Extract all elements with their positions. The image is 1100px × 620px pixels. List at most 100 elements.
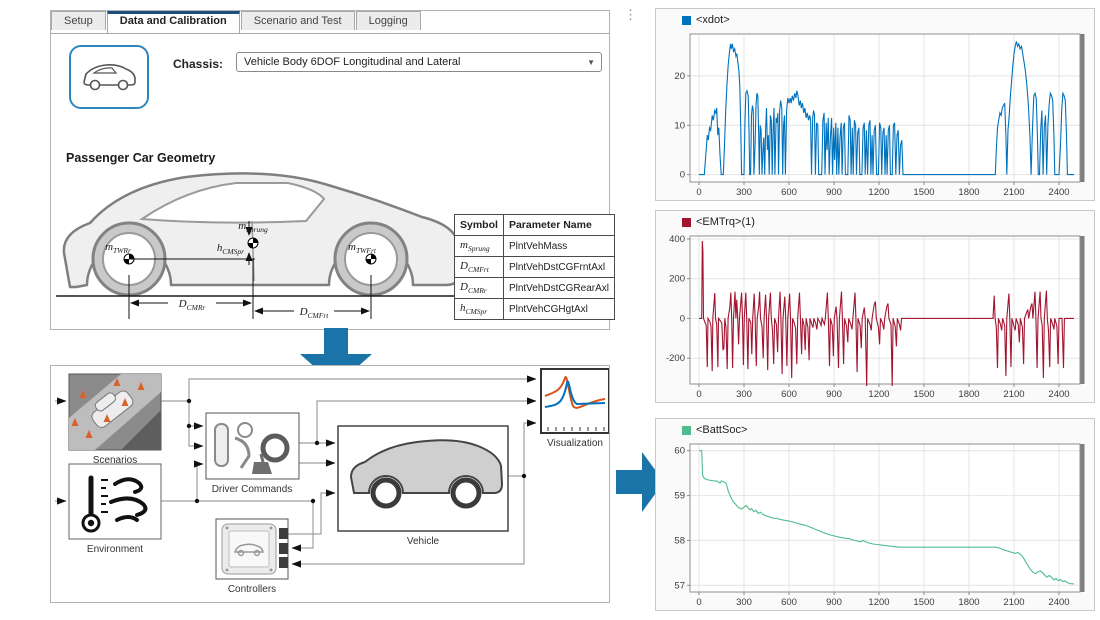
dropdown-caret-icon[interactable]: ▼ bbox=[587, 58, 595, 67]
battsoc-legend: <BattSoc> bbox=[656, 419, 1094, 441]
symbol-header: Symbol bbox=[454, 214, 504, 236]
table-row: hCMSpr PlntVehCGHgtAxl bbox=[454, 298, 615, 320]
svg-text:900: 900 bbox=[826, 597, 842, 608]
driver-commands-block[interactable]: Driver Commands bbox=[205, 412, 300, 495]
chassis-dropdown-value: Vehicle Body 6DOF Longitudinal and Later… bbox=[244, 56, 461, 68]
svg-text:1500: 1500 bbox=[913, 597, 934, 608]
table-row: mSprung PlntVehMass bbox=[454, 235, 615, 257]
svg-text:Vehicle: Vehicle bbox=[407, 536, 440, 547]
svg-text:2400: 2400 bbox=[1048, 389, 1069, 400]
tab-logging[interactable]: Logging bbox=[355, 11, 421, 30]
svg-text:1200: 1200 bbox=[868, 389, 889, 400]
svg-text:-200: -200 bbox=[666, 353, 685, 364]
h-dimension bbox=[129, 221, 255, 319]
environment-block[interactable]: Environment bbox=[68, 463, 162, 555]
passenger-car-geometry-figure: mSprung mTWRr mTWFrt hCMSpr DCMRr DCMFrt bbox=[56, 172, 476, 320]
flow-arrow-down-icon bbox=[300, 328, 372, 386]
svg-text:0: 0 bbox=[680, 313, 685, 324]
svg-text:58: 58 bbox=[674, 535, 685, 546]
svg-text:300: 300 bbox=[736, 597, 752, 608]
tab-scenario-and-test[interactable]: Scenario and Test bbox=[240, 11, 355, 30]
emtrq-legend: <EMTrq>(1) bbox=[656, 211, 1094, 233]
svg-text:400: 400 bbox=[669, 234, 685, 245]
scope-emtrq: <EMTrq>(1) 0 300 600 900 1200 1500 1800 2100 240… bbox=[655, 210, 1095, 403]
extension-lines bbox=[128, 275, 372, 319]
svg-text:600: 600 bbox=[781, 187, 797, 198]
m-twrr-label: mTWRr bbox=[105, 241, 131, 255]
svg-text:2400: 2400 bbox=[1048, 597, 1069, 608]
d-cmfrt-label: DCMFrt bbox=[299, 306, 330, 320]
ecu-connectors bbox=[279, 528, 288, 568]
svg-text:Driver Commands: Driver Commands bbox=[212, 484, 293, 495]
svg-text:0: 0 bbox=[680, 170, 685, 181]
xdot-legend-swatch-icon bbox=[682, 15, 691, 25]
traffic-cones-icon bbox=[71, 378, 145, 438]
vehicle-car-icon bbox=[349, 439, 504, 509]
cg-marker-front bbox=[365, 253, 377, 265]
svg-text:1800: 1800 bbox=[958, 389, 979, 400]
svg-text:2100: 2100 bbox=[1003, 597, 1024, 608]
signal-junction-dots bbox=[186, 398, 527, 504]
battsoc-legend-swatch-icon bbox=[682, 425, 691, 435]
svg-text:1500: 1500 bbox=[913, 389, 934, 400]
wind-icon bbox=[109, 477, 148, 522]
ecu-car-icon bbox=[233, 543, 264, 557]
svg-text:1200: 1200 bbox=[868, 187, 889, 198]
flow-arrow-right-icon bbox=[616, 452, 664, 512]
svg-text:2100: 2100 bbox=[1003, 389, 1024, 400]
chassis-dropdown[interactable]: Vehicle Body 6DOF Longitudinal and Later… bbox=[236, 52, 602, 72]
table-row: DCMFrt PlntVehDstCGFrntAxl bbox=[454, 256, 615, 278]
svg-text:600: 600 bbox=[781, 389, 797, 400]
svg-text:200: 200 bbox=[669, 274, 685, 285]
m-sprung-label: mSprung bbox=[238, 220, 268, 234]
xdot-legend-label: <xdot> bbox=[696, 14, 730, 26]
battsoc-legend-label: <BattSoc> bbox=[696, 424, 748, 436]
geometry-figure-title: Passenger Car Geometry bbox=[66, 151, 216, 165]
m-twfrt-label: mTWFrt bbox=[348, 241, 377, 255]
svg-text:59: 59 bbox=[674, 491, 685, 502]
vehicle-block[interactable]: Vehicle bbox=[337, 425, 509, 547]
d-cmrr-label: DCMRr bbox=[178, 298, 206, 312]
scope-ticks bbox=[547, 427, 605, 431]
svg-text:1500: 1500 bbox=[913, 187, 934, 198]
driver-icon bbox=[214, 422, 290, 474]
svg-text:10: 10 bbox=[674, 120, 685, 131]
svg-text:2400: 2400 bbox=[1048, 187, 1069, 198]
vehicle-icon-button[interactable] bbox=[69, 45, 149, 109]
parameter-table: Symbol Parameter Name mSprung PlntVehMas… bbox=[454, 214, 615, 320]
table-row: DCMRr PlntVehDstCGRearAxl bbox=[454, 277, 615, 299]
svg-text:0: 0 bbox=[696, 597, 701, 608]
svg-text:20: 20 bbox=[674, 71, 685, 82]
svg-text:1200: 1200 bbox=[868, 597, 889, 608]
simulink-model-diagram: Scenarios Environment bbox=[55, 368, 610, 595]
car-outline-icon bbox=[83, 64, 136, 91]
svg-text:Visualization: Visualization bbox=[547, 438, 603, 449]
tab-bar: Setup Data and Calibration Scenario and … bbox=[51, 11, 609, 34]
chassis-label: Chassis: bbox=[173, 57, 224, 71]
model-diagram-panel: Scenarios Environment bbox=[50, 365, 610, 603]
svg-text:Controllers: Controllers bbox=[228, 584, 276, 595]
svg-text:Scenarios: Scenarios bbox=[93, 455, 137, 466]
svg-text:600: 600 bbox=[781, 597, 797, 608]
tab-setup[interactable]: Setup bbox=[51, 11, 106, 30]
svg-text:0: 0 bbox=[696, 187, 701, 198]
svg-text:300: 300 bbox=[736, 389, 752, 400]
controllers-block[interactable]: Controllers bbox=[215, 518, 289, 595]
emtrq-legend-swatch-icon bbox=[682, 217, 691, 227]
thermometer-icon bbox=[81, 475, 108, 533]
overflow-menu-icon[interactable]: ⋮ bbox=[624, 7, 637, 22]
table-header-row: Symbol Parameter Name bbox=[454, 214, 615, 236]
scenarios-block[interactable]: Scenarios bbox=[68, 373, 162, 466]
svg-text:900: 900 bbox=[826, 187, 842, 198]
tab-data-and-calibration[interactable]: Data and Calibration bbox=[106, 11, 240, 33]
svg-text:2100: 2100 bbox=[1003, 187, 1024, 198]
svg-text:57: 57 bbox=[674, 580, 685, 591]
visualization-block[interactable]: Visualization bbox=[540, 368, 610, 449]
configuration-panel: Setup Data and Calibration Scenario and … bbox=[50, 10, 615, 330]
svg-text:900: 900 bbox=[826, 389, 842, 400]
